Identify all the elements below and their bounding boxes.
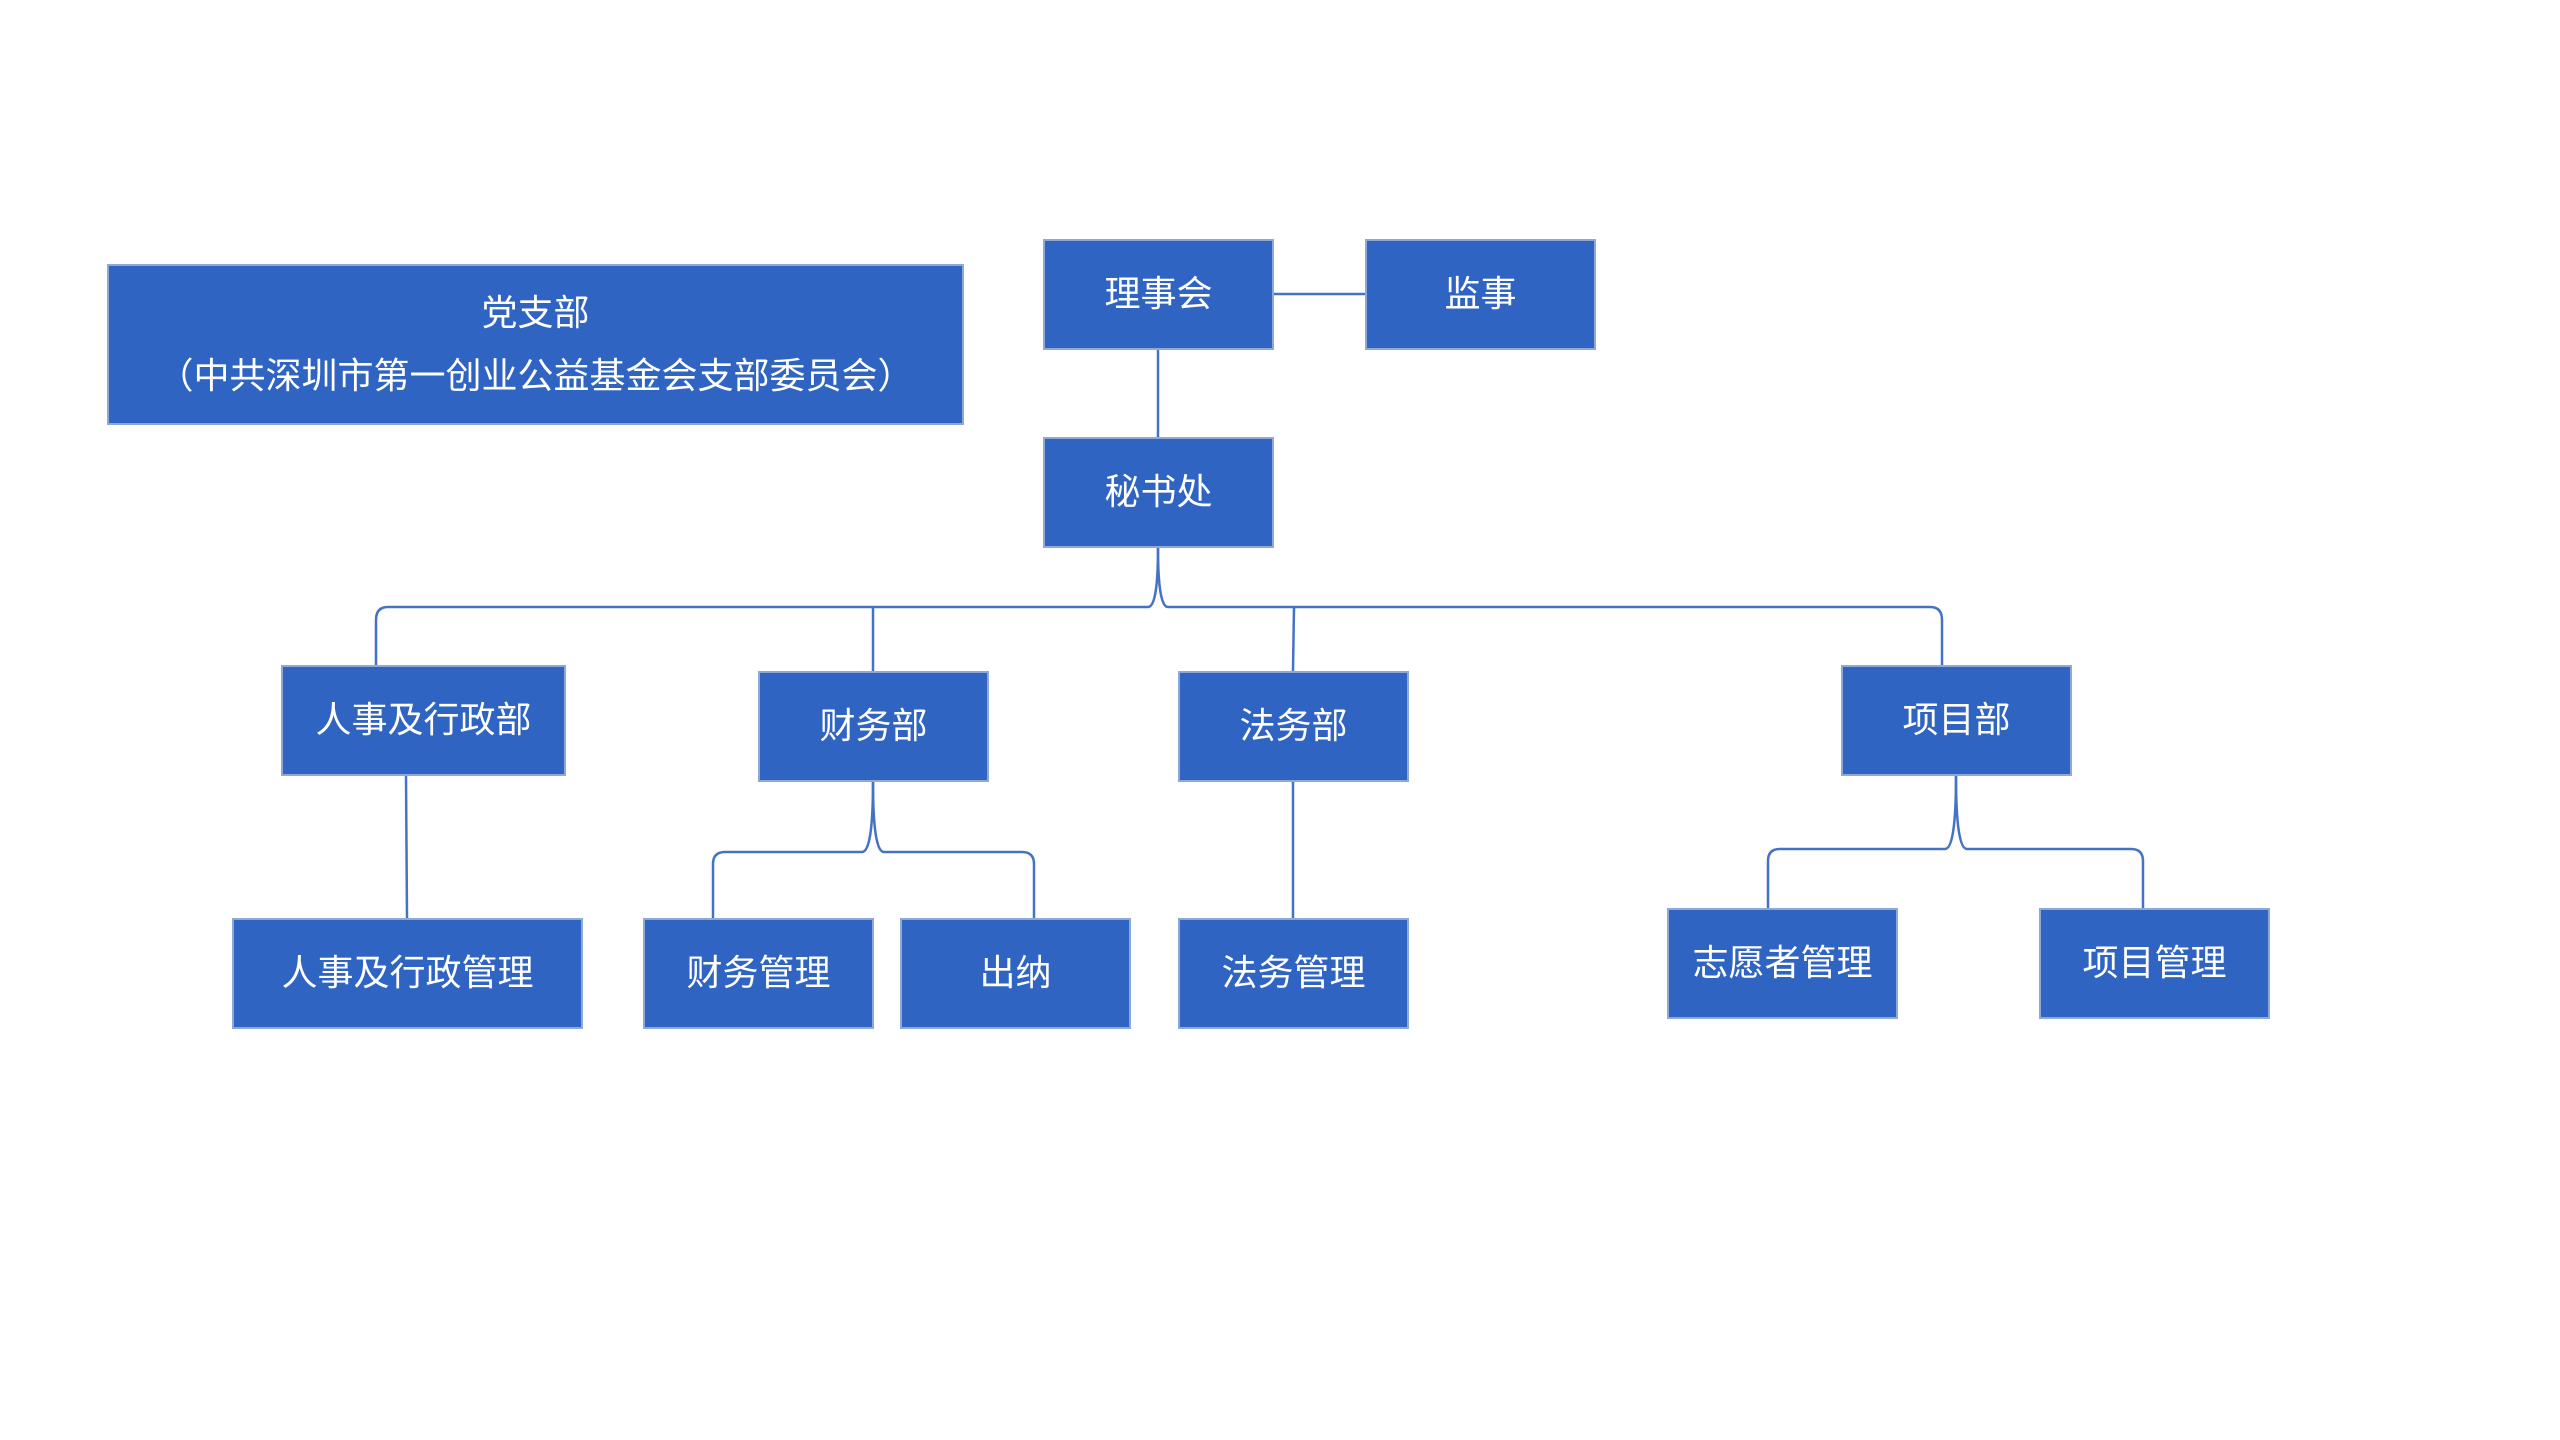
node-finance-dept: 财务部 [758, 671, 989, 782]
node-finance-dept-label: 财务部 [819, 706, 928, 747]
node-hr-admin-dept-label: 人事及行政部 [315, 700, 532, 741]
node-secretariat: 秘书处 [1043, 437, 1274, 548]
node-legal-dept: 法务部 [1178, 671, 1409, 782]
node-supervisor: 监事 [1365, 239, 1596, 350]
node-project-mgmt-label: 项目管理 [2082, 943, 2227, 984]
node-hr-admin-dept: 人事及行政部 [281, 665, 566, 776]
connector-secretariat-brace-right [1156, 547, 1944, 665]
node-finance-mgmt: 财务管理 [643, 918, 874, 1029]
node-legal-dept-label: 法务部 [1239, 706, 1348, 747]
node-legal-mgmt: 法务管理 [1178, 918, 1409, 1029]
connector-project-brace-left [1766, 775, 1958, 908]
connector-finance-brace-right [871, 781, 1036, 918]
node-council-label: 理事会 [1104, 274, 1213, 315]
connector-project-brace-right [1954, 775, 2145, 908]
node-cashier-label: 出纳 [979, 953, 1052, 994]
node-finance-mgmt-label: 财务管理 [686, 953, 831, 994]
node-project-dept-label: 项目部 [1902, 700, 2011, 741]
node-project-dept: 项目部 [1841, 665, 2072, 776]
connector-finance-brace-left [711, 781, 875, 918]
party-branch-subtitle: （中共深圳市第一创业公益基金会支部委员会） [157, 355, 914, 397]
connector-hr-dept-hr-mgmt [404, 775, 409, 919]
node-hr-admin-mgmt: 人事及行政管理 [232, 918, 583, 1029]
node-party-branch: 党支部 （中共深圳市第一创业公益基金会支部委员会） [107, 264, 964, 425]
node-hr-admin-mgmt-label: 人事及行政管理 [281, 953, 534, 994]
node-council: 理事会 [1043, 239, 1274, 350]
party-branch-title: 党支部 [481, 292, 590, 334]
connector-to-legal-dept [1291, 606, 1296, 672]
node-secretariat-label: 秘书处 [1104, 472, 1213, 513]
node-volunteer-mgmt: 志愿者管理 [1667, 908, 1898, 1019]
connector-secretariat-brace-left [374, 547, 1160, 665]
node-legal-mgmt-label: 法务管理 [1221, 953, 1366, 994]
node-volunteer-mgmt-label: 志愿者管理 [1692, 943, 1873, 984]
node-cashier: 出纳 [900, 918, 1131, 1029]
node-supervisor-label: 监事 [1444, 274, 1517, 315]
node-project-mgmt: 项目管理 [2039, 908, 2270, 1019]
